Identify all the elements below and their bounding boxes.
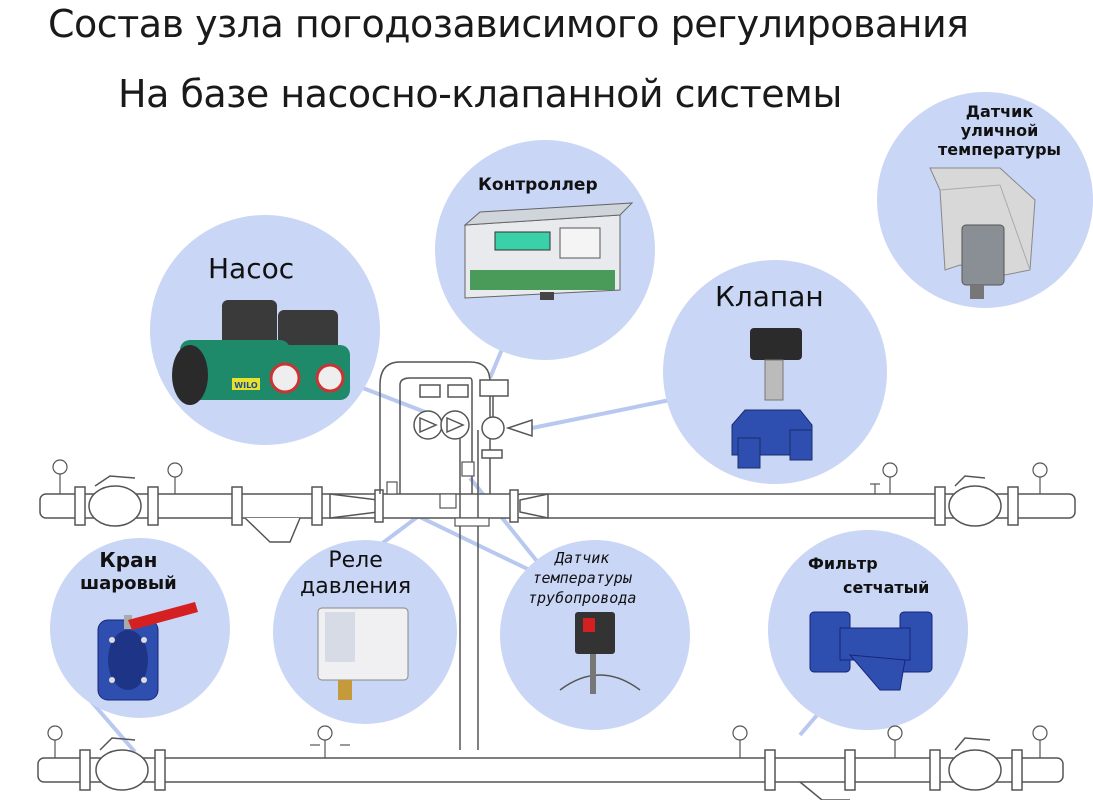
page-title: Состав узла погодозависимого регулирован… [48, 2, 969, 46]
pipe-sensor-label-line3: трубопровода [528, 589, 637, 607]
lower-strainer [799, 781, 850, 800]
ball-valve-illustration [97, 602, 198, 701]
outdoor-sensor-label-line1: Датчик [965, 102, 1034, 121]
upper-strainer [244, 517, 301, 543]
pressure-relay-label-line1: Реле [328, 548, 383, 573]
upper-gauges [52, 459, 1048, 494]
strainer-label-line1: Фильтр [808, 554, 878, 573]
pressure-relay-label-line2: давления [300, 574, 412, 599]
upper-pipe [39, 493, 1076, 519]
pipe-sensor-illustration [559, 612, 641, 694]
pump-brand-label: WILO [234, 381, 258, 390]
scheme-valve [479, 379, 533, 459]
outdoor-sensor-illustration [929, 167, 1036, 299]
pump-label: Насос [208, 252, 295, 285]
valve-label: Клапан [715, 280, 824, 313]
scheme-pumps [413, 384, 470, 440]
upper-ball-valves [88, 475, 1002, 527]
strainer-label: Фильтр сетчатый [808, 552, 929, 600]
upper-flanges [74, 486, 1019, 526]
ball-valve-label-line1: Кран [99, 548, 158, 572]
pressure-relay-illustration [317, 607, 409, 700]
ball-valve-label-line2: шаровый [80, 573, 177, 594]
pipe-sensor-label-line2: температуры [532, 569, 632, 587]
outdoor-sensor-label-line2: уличной [960, 121, 1039, 140]
lower-ball-valves [95, 737, 1002, 791]
pipe-sensor-label: Датчик температуры трубопровода [528, 548, 636, 608]
ball-valve-label: Кран шаровый [80, 548, 177, 596]
controller-label: Контроллер [478, 175, 598, 195]
lower-flanges [79, 749, 1023, 791]
valve-illustration [731, 328, 813, 469]
pump-illustration: WILO [172, 300, 350, 405]
lower-pipe [37, 757, 1064, 783]
bypass-pipes [379, 361, 491, 750]
outdoor-sensor-label-line3: температуры [938, 140, 1061, 159]
outdoor-sensor-label: Датчик уличной температуры [938, 102, 1061, 159]
strainer-label-line2: сетчатый [843, 578, 930, 597]
lower-gauges [47, 725, 1048, 758]
page-subtitle: На базе насосно-клапанной системы [118, 72, 842, 116]
pressure-relay-label: Реле давления [300, 548, 411, 600]
controller-illustration [463, 202, 634, 300]
strainer-illustration [809, 611, 933, 691]
pipe-sensor-label-line1: Датчик [555, 549, 610, 567]
scheme-sensors [386, 461, 490, 527]
